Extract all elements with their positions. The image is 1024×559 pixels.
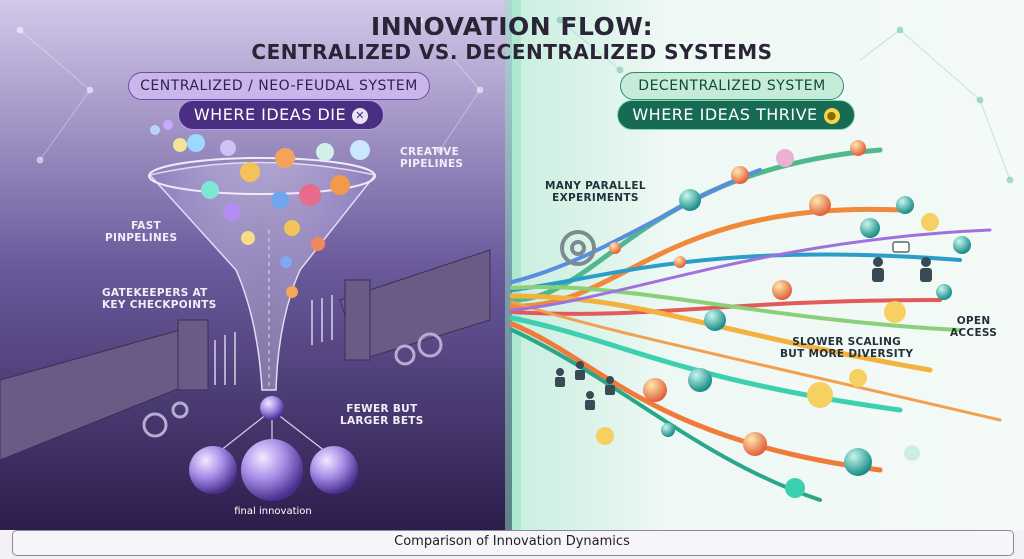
final-innovation-label: final innovation xyxy=(234,506,312,517)
footer-frame xyxy=(12,530,1014,556)
label-line: KEY CHECKPOINTS xyxy=(102,299,217,311)
footer-caption: Comparison of Innovation Dynamics xyxy=(394,534,630,549)
idea-bulbs-left xyxy=(150,120,370,298)
label-line: LARGER BETS xyxy=(340,415,424,427)
centralized-system-label: CENTRALIZED / NEO-FEUDAL SYSTEM xyxy=(128,72,430,100)
where-ideas-thrive-banner: WHERE IDEAS THRIVE ● xyxy=(617,100,855,130)
label-line: FAST xyxy=(131,220,162,232)
label-gatekeepers: GATEKEEPERS AT KEY CHECKPOINTS xyxy=(102,287,217,311)
x-circle-icon: ✕ xyxy=(352,107,369,124)
stream-nodes xyxy=(596,140,971,498)
gear-icon-right xyxy=(560,230,596,266)
label-line: GATEKEEPERS AT xyxy=(102,287,208,299)
label-open-access: OPEN ACCESS xyxy=(950,315,997,339)
label-line: MANY PARALLEL xyxy=(545,180,646,192)
label-line: FEWER BUT xyxy=(346,403,418,415)
label-many-parallel: MANY PARALLEL EXPERIMENTS xyxy=(545,180,646,204)
final-innovation-orbs xyxy=(189,396,358,501)
label-fast-pipelines: FAST PINPELINES xyxy=(105,220,177,244)
label-line: PIPELINES xyxy=(400,158,464,170)
where-ideas-die-text: WHERE IDEAS DIE xyxy=(193,105,347,124)
label-creative-pipelines: CREATIVE PIPELINES xyxy=(400,146,463,170)
label-line: BUT MORE DIVERSITY xyxy=(780,348,914,360)
where-ideas-die-banner: WHERE IDEAS DIE ✕ xyxy=(178,100,384,130)
decentralized-system-label: DECENTRALIZED SYSTEM xyxy=(620,72,844,100)
label-line: ACCESS xyxy=(950,327,998,339)
label-line: CREATIVE xyxy=(400,146,460,158)
gate-walls xyxy=(0,249,491,461)
lightbulb-icon: ● xyxy=(823,107,840,124)
label-line: EXPERIMENTS xyxy=(552,192,639,204)
title-line-1: INNOVATION FLOW: xyxy=(370,12,654,41)
right-network xyxy=(556,16,1014,184)
label-slower-scaling: SLOWER SCALING BUT MORE DIVERSITY xyxy=(780,336,913,360)
label-line: PINPELINES xyxy=(105,232,178,244)
title-line-2: CENTRALIZED VS. DECENTRALIZED SYSTEMS xyxy=(251,40,773,64)
label-line: SLOWER SCALING xyxy=(792,336,902,348)
gear-icons-left xyxy=(142,332,443,438)
left-network xyxy=(16,16,484,164)
gate-bars xyxy=(214,295,333,385)
label-fewer-bets: FEWER BUT LARGER BETS xyxy=(340,403,424,427)
label-line: OPEN xyxy=(956,315,991,327)
people-icons xyxy=(555,241,932,410)
divider-glow xyxy=(505,0,521,530)
where-ideas-thrive-text: WHERE IDEAS THRIVE xyxy=(632,105,818,124)
